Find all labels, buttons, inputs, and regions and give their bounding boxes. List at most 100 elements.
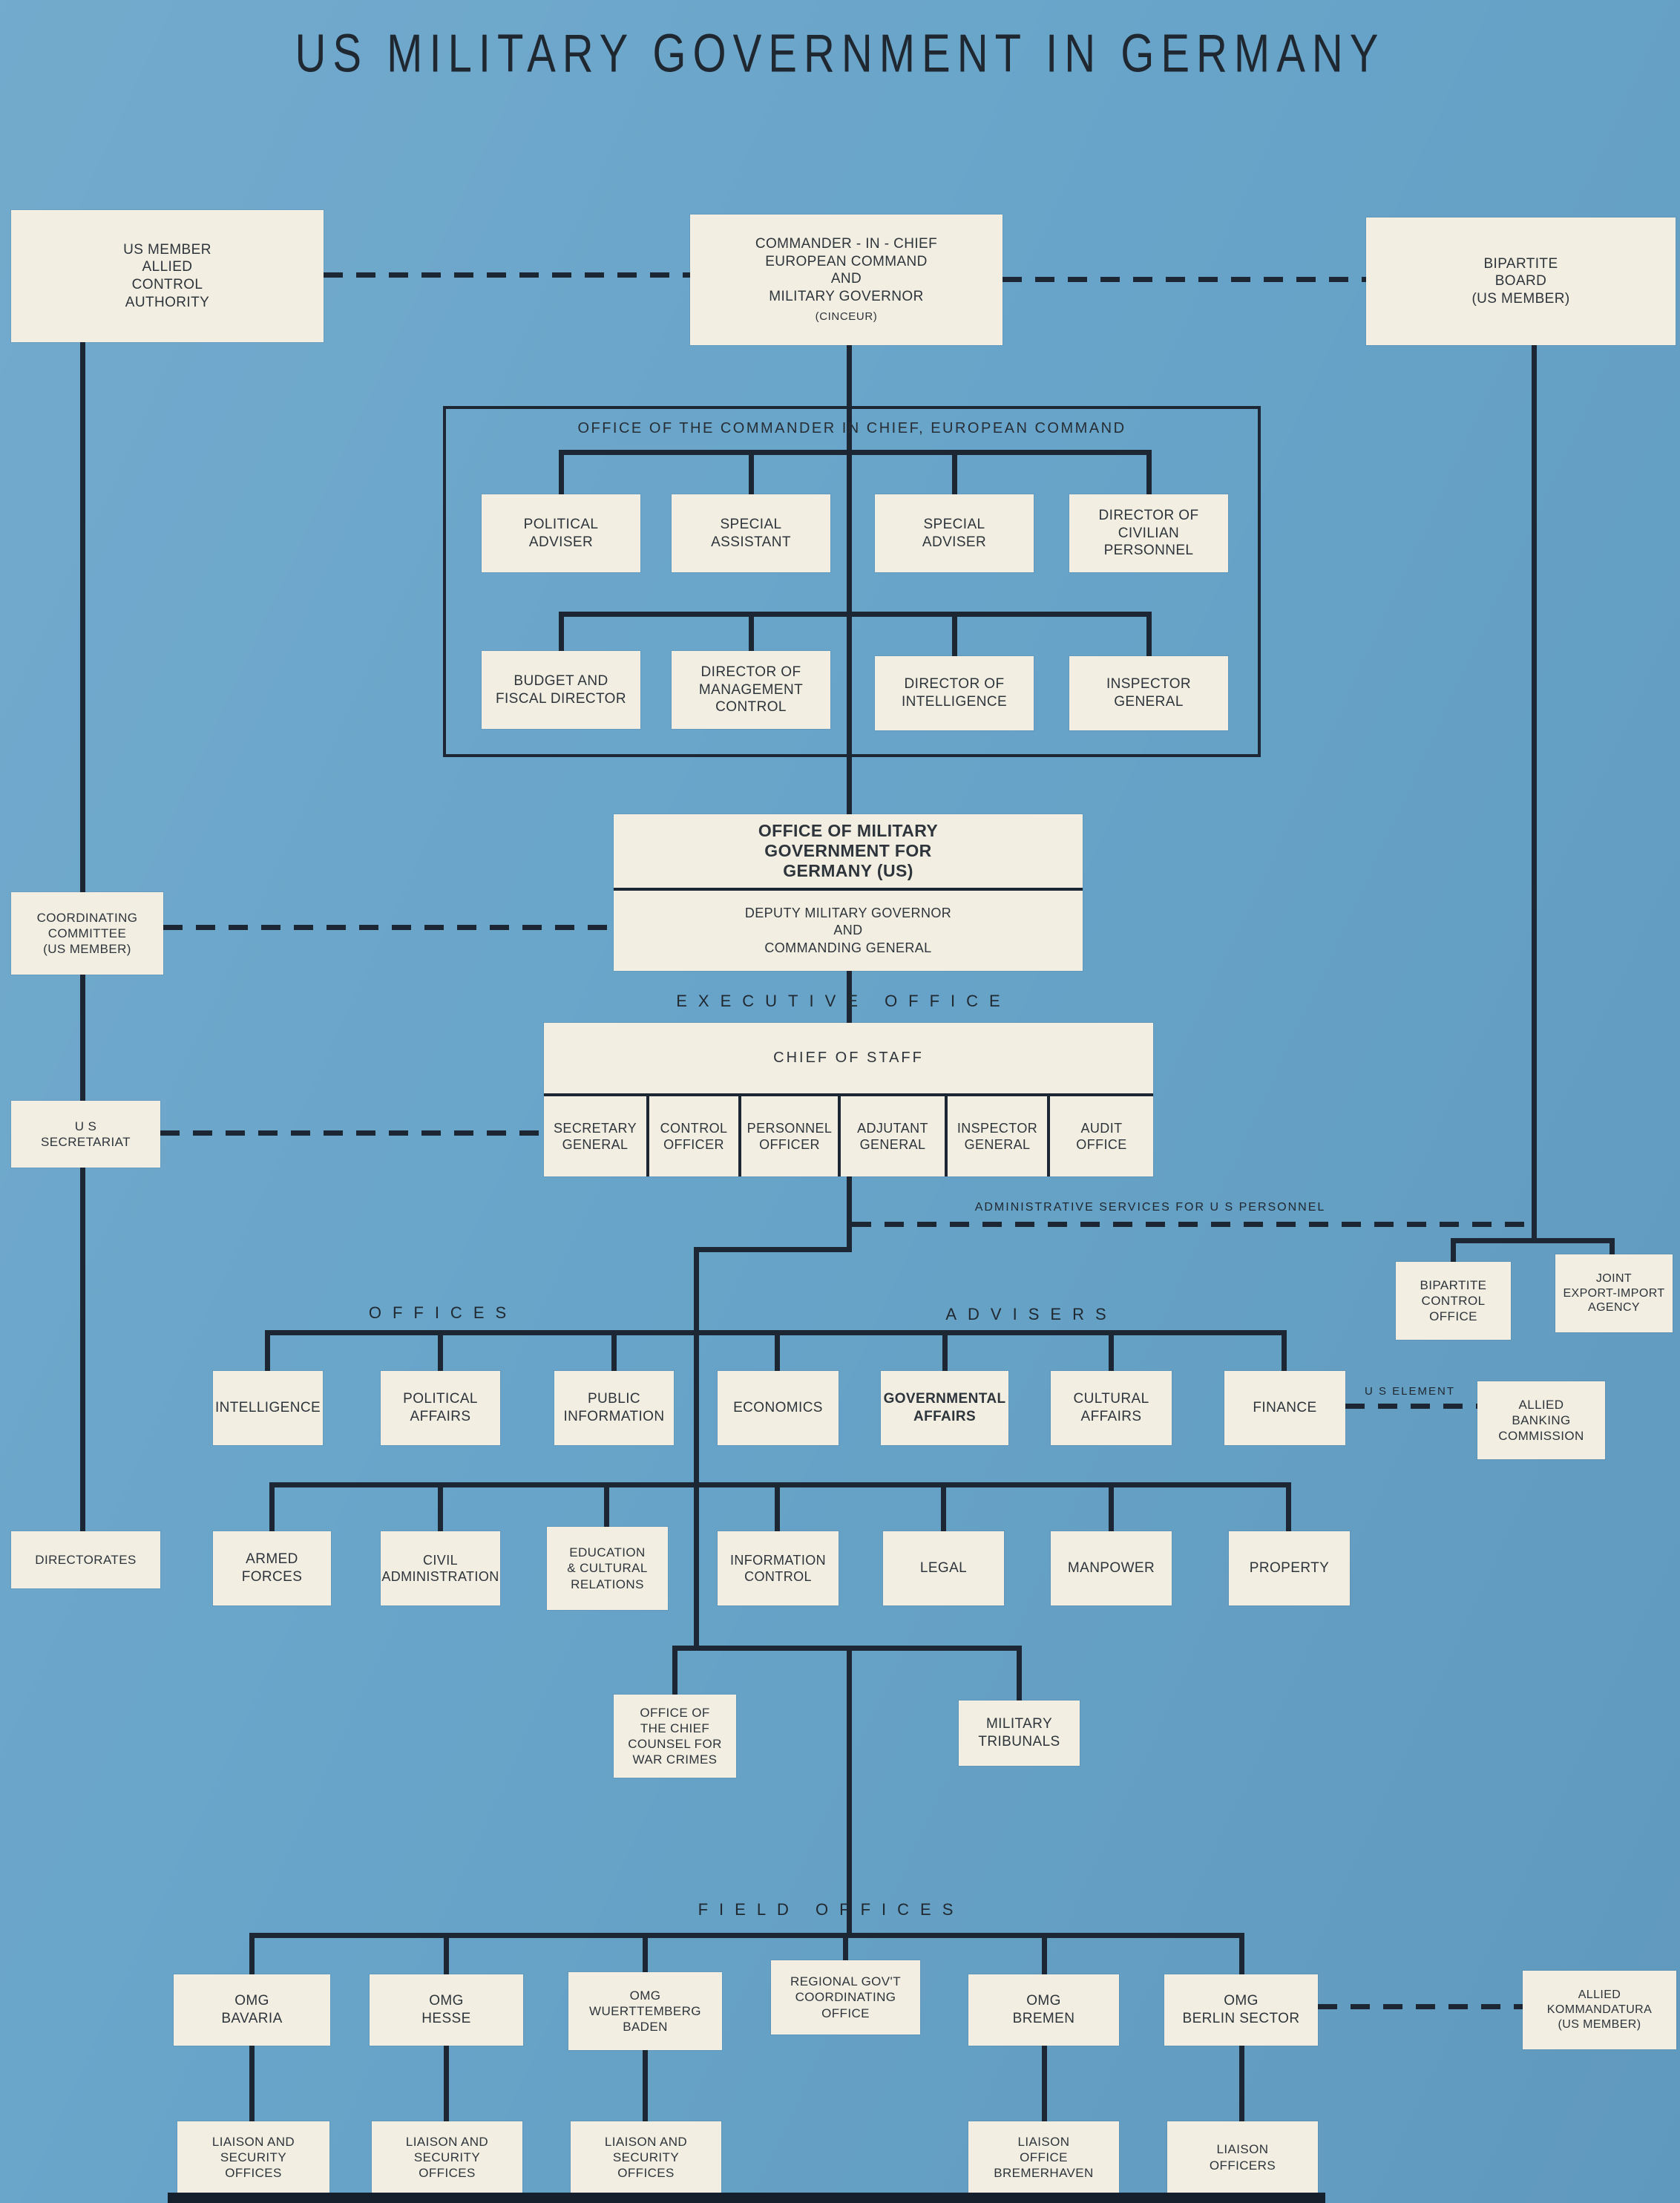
line-eucom-row1-bus [559,450,1152,455]
line-divisions-stub-information [775,1482,780,1531]
line-field-stub-bremen [1042,1933,1047,1974]
node-omg-berlin-sector: OMG BERLIN SECTOR [1164,1974,1318,2046]
dash-cinc-bipartite [1003,277,1366,282]
node-liaison-officers: LIAISON OFFICERS [1167,2121,1318,2193]
line-eucom-row2-bus [559,612,1152,617]
node-omgus-title: OFFICE OF MILITARY GOVERNMENT FOR GERMAN… [614,814,1083,891]
node-finance: FINANCE [1224,1371,1345,1445]
line-eucom-row2-stub-2 [749,612,754,651]
node-allied-kommandatura: ALLIED KOMMANDATURA (US MEMBER) [1523,1971,1676,2049]
dash-coordinating-omgus [163,925,614,930]
line-field-stub-bavaria [249,1933,255,1974]
line-stub-bipartite-control [1451,1238,1456,1262]
line-executive-down [847,1176,852,1252]
line-divisions-bus [269,1482,1291,1487]
node-personnel-officer: PERSONNEL OFFICER [738,1096,838,1176]
line-advisers-stub-economics [775,1330,780,1371]
line-field-bus [249,1933,1244,1938]
node-armed-forces: ARMED FORCES [213,1531,331,1605]
line-omgus-to-executive [847,970,852,1023]
node-inspector-general-eucom: INSPECTOR GENERAL [1069,656,1228,730]
line-liaison-stub-bremen [1042,2046,1047,2121]
line-stub-warcrimes [672,1646,677,1695]
node-secretary-general: SECRETARY GENERAL [554,1120,637,1153]
line-divisions-stub-legal [941,1482,946,1531]
admin-services-label: ADMINISTRATIVE SERVICES FOR U S PERSONNE… [974,1201,1326,1214]
node-economics: ECONOMICS [718,1371,839,1445]
line-divisions-stub-education [604,1482,609,1531]
line-field-stub-wuerttemberg [643,1933,648,1974]
node-omgus: OFFICE OF MILITARY GOVERNMENT FOR GERMAN… [614,814,1083,971]
node-budget-fiscal-director: BUDGET AND FISCAL DIRECTOR [482,651,640,729]
line-divisions-stub-civil-admin [438,1482,443,1531]
advisers-label: ADVISERS [945,1305,1118,1323]
line-divisions-stub-armed-forces [269,1482,275,1531]
node-omg-wuerttemberg-baden: OMG WUERTTEMBERG BADEN [568,1972,722,2050]
node-civil-administration: CIVIL ADMINISTRATION [381,1531,500,1605]
eucom-office-title: OFFICE OF THE COMMANDER IN CHIEF, EUROPE… [577,420,1126,436]
dash-authority-cinc [324,272,690,278]
node-control-officer: CONTROL OFFICER [646,1096,738,1176]
node-information-control: INFORMATION CONTROL [718,1531,839,1605]
offices-label: OFFICES [368,1303,518,1322]
line-advisers-stub-finance [1282,1330,1287,1371]
node-omg-bremen: OMG BREMEN [968,1974,1119,2046]
line-liaison-stub-berlin [1239,2046,1244,2121]
node-coordinating-committee: COORDINATING COMMITTEE (US MEMBER) [11,892,163,975]
node-special-adviser: SPECIAL ADVISER [875,494,1034,572]
node-bipartite-control-office: BIPARTITE CONTROL OFFICE [1396,1262,1511,1340]
node-education-cultural-relations: EDUCATION & CULTURAL RELATIONS [547,1527,668,1610]
node-directorates: DIRECTORATES [11,1531,160,1588]
line-main-trunk [694,1247,699,1650]
node-director-civilian-personnel: DIRECTOR OF CIVILIAN PERSONNEL [1069,494,1228,572]
line-eucom-row1-stub-3 [952,450,957,494]
node-commander-in-chief-label: COMMANDER - IN - CHIEF EUROPEAN COMMAND … [755,236,938,304]
node-us-secretariat: U S SECRETARIAT [11,1101,160,1168]
dash-secretariat-executive [160,1130,544,1136]
line-eucom-row2-stub-4 [1146,612,1152,656]
line-bipartite-vertical [1532,345,1537,1241]
node-inspector-general: INSPECTOR GENERAL [945,1096,1047,1176]
line-field-stub-regional [843,1933,848,1960]
line-eucom-row1-stub-2 [749,450,754,494]
node-special-assistant: SPECIAL ASSISTANT [672,494,830,572]
line-stub-tribunals [1017,1646,1022,1700]
line-cinc-to-omgus [847,345,852,814]
node-chief-counsel-war-crimes: OFFICE OF THE CHIEF COUNSEL FOR WAR CRIM… [614,1695,736,1778]
node-governmental-affairs: GOVERNMENTAL AFFAIRS [881,1371,1008,1445]
line-offices-stub-public-info [611,1330,617,1371]
node-joint-export-import-agency: JOINT EXPORT-IMPORT AGENCY [1555,1254,1673,1332]
line-offices-stub-intelligence [265,1330,270,1371]
line-offices-stub-political [438,1330,443,1371]
executive-office-label: EXECUTIVE OFFICE [676,992,1011,1010]
node-public-information: PUBLIC INFORMATION [554,1371,674,1445]
line-advisers-stub-cultural [1109,1330,1114,1371]
line-eucom-row1-stub-4 [1146,450,1152,494]
executive-office-cells: SECRETARY GENERAL CONTROL OFFICER PERSON… [544,1096,1153,1176]
line-eucom-row2-stub-3 [952,612,957,656]
line-eucom-row1-stub-1 [559,450,564,494]
node-property: PROPERTY [1229,1531,1350,1605]
node-military-tribunals: MILITARY TRIBUNALS [959,1700,1080,1766]
dash-admin-services [852,1222,1534,1227]
node-deputy-military-governor: DEPUTY MILITARY GOVERNOR AND COMMANDING … [744,905,952,955]
node-liaison-security-offices-wuerttemberg: LIAISON AND SECURITY OFFICES [571,2121,721,2193]
line-bipartite-split-bus [1451,1238,1615,1243]
dash-berlin-kommandatura [1318,2004,1523,2009]
line-liaison-stub-hesse [444,2046,449,2121]
field-offices-label: FIELD OFFICES [698,1900,965,1919]
eucom-office-outline [443,406,1261,757]
line-stub-joint-export [1610,1238,1615,1254]
node-regional-govt-coordinating-office: REGIONAL GOV'T COORDINATING OFFICE [771,1960,920,2035]
line-liaison-stub-wuerttemberg [643,2050,648,2121]
line-field-stub-berlin [1239,1933,1244,1974]
node-adjutant-general: ADJUTANT GENERAL [838,1096,945,1176]
node-chief-of-staff: CHIEF OF STAFF [544,1023,1153,1096]
node-cinceur-sub-label: (CINCEUR) [815,310,878,324]
node-liaison-security-offices-bavaria: LIAISON AND SECURITY OFFICES [177,2121,329,2193]
dash-us-element [1345,1404,1477,1409]
node-bipartite-board: BIPARTITE BOARD (US MEMBER) [1366,217,1676,345]
line-trunk-jog [694,1247,852,1252]
node-legal: LEGAL [883,1531,1004,1605]
page-edge-strip [168,2193,1325,2203]
